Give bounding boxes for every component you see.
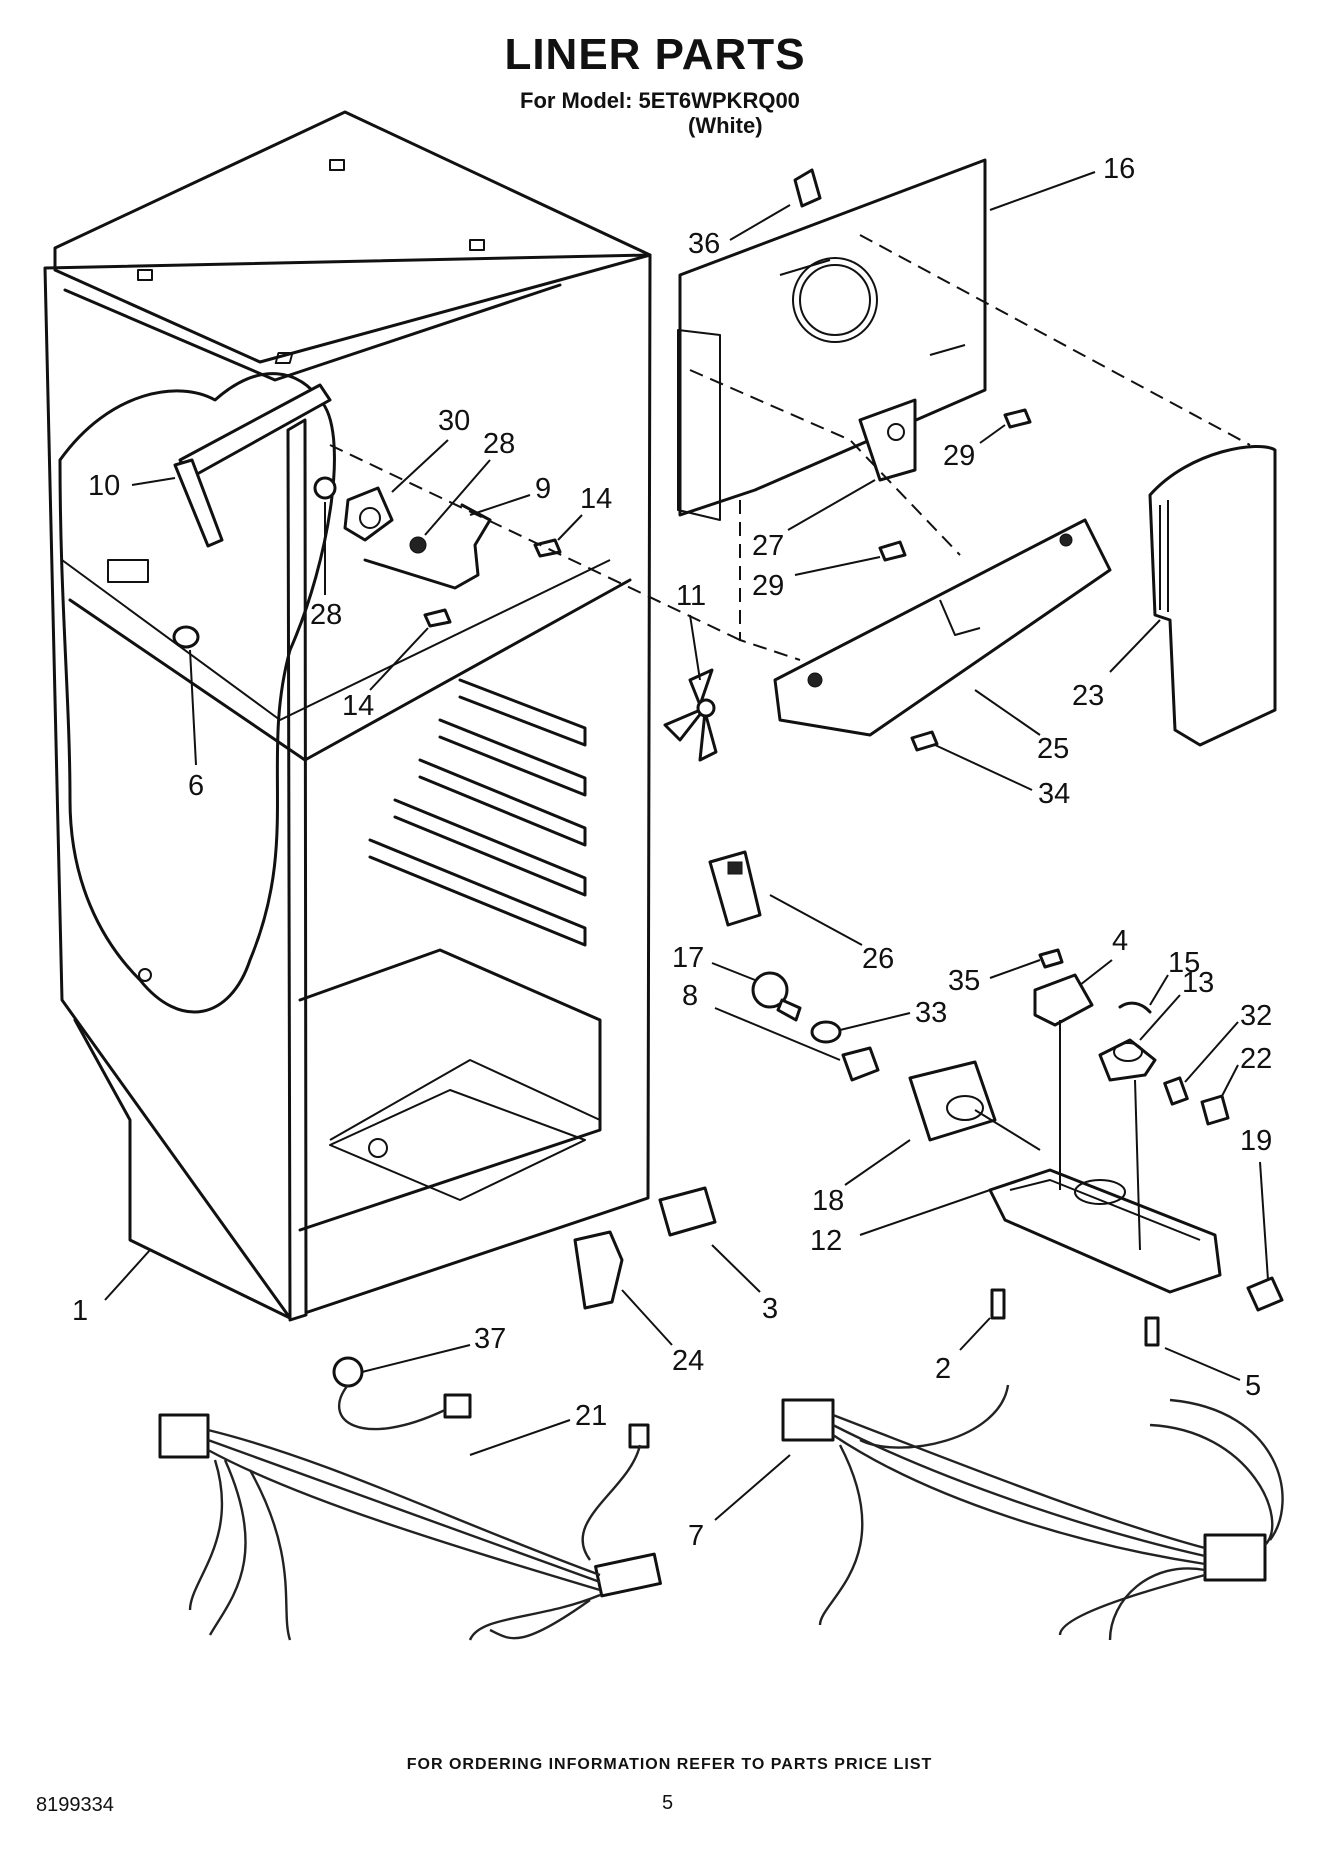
- callout-23: 23: [1072, 680, 1104, 712]
- document-number: 8199334: [36, 1794, 114, 1816]
- callout-35: 35: [948, 965, 980, 997]
- page-title: LINER PARTS: [504, 30, 806, 79]
- clip-part-36: [793, 168, 822, 208]
- liner-cabinet-part-1: [43, 110, 652, 1322]
- callout-34: 34: [1038, 778, 1070, 810]
- callout-12: 12: [810, 1225, 842, 1257]
- color-line: (White): [688, 113, 763, 138]
- callout-5: 5: [1245, 1370, 1261, 1402]
- callout-37: 37: [474, 1323, 506, 1355]
- screw-part-2: [990, 1288, 1006, 1320]
- tube-part-15: [1118, 1001, 1152, 1014]
- callout-9: 9: [535, 473, 551, 505]
- callout-6: 6: [188, 770, 204, 802]
- assembly-line: [974, 1109, 1041, 1151]
- callout-26: 26: [862, 943, 894, 975]
- page-number: 5: [662, 1792, 674, 1814]
- model-line: For Model: 5ET6WPKRQ00: [520, 88, 800, 113]
- callout-4: 4: [1112, 925, 1128, 957]
- light-shield-part-18: [908, 1060, 997, 1142]
- screw-part-34: [910, 730, 939, 752]
- assembly-line: [1134, 1079, 1141, 1251]
- callout-15: 15: [1168, 947, 1200, 979]
- callout-18: 18: [812, 1185, 844, 1217]
- callout-labels: 1 2 3 4 5 6 7 8 9 10 11 12 13 14 14 15 1…: [72, 153, 1272, 1552]
- connector-part-19: [1246, 1276, 1284, 1312]
- callout-29-lower: 29: [752, 570, 784, 602]
- screws-part-29: [878, 408, 1032, 562]
- callout-13: 13: [1182, 967, 1214, 999]
- callout-24: 24: [672, 1345, 704, 1377]
- switch-part-13: [1098, 1038, 1157, 1082]
- assembly-line: [859, 234, 1251, 446]
- callout-25: 25: [1037, 733, 1069, 765]
- knob-part-22: [1200, 1094, 1230, 1126]
- callout-14-upper: 14: [580, 483, 612, 515]
- callout-22: 22: [1240, 1043, 1272, 1075]
- evaporator-cover-part-16: [677, 158, 987, 521]
- assembly-line: [329, 444, 741, 641]
- callout-10: 10: [88, 470, 120, 502]
- fan-blade-part-11: [663, 668, 718, 762]
- callout-3: 3: [762, 1293, 778, 1325]
- callout-17: 17: [672, 942, 704, 974]
- callout-11: 11: [676, 580, 706, 612]
- gasket-part-32: [1163, 1076, 1189, 1106]
- socket-part-8: [841, 1046, 880, 1082]
- wiring-harness-part-7: [781, 1384, 1284, 1641]
- callout-7: 7: [688, 1520, 704, 1552]
- callout-36: 36: [688, 228, 720, 260]
- lamp-socket-part-26: [708, 850, 762, 927]
- screws-part-14: [423, 538, 562, 628]
- callout-29-upper: 29: [943, 440, 975, 472]
- plug-part-6: [172, 625, 200, 649]
- grille-part-23: [1148, 444, 1277, 747]
- control-bracket-part-10: [173, 383, 332, 548]
- callout-1: 1: [72, 1295, 88, 1327]
- air-duct-part-25: [773, 518, 1112, 737]
- assembly-line: [739, 500, 801, 661]
- callout-28-lower: 28: [310, 599, 342, 631]
- thermostat-part-30: [343, 486, 394, 542]
- knob-part-28: [313, 476, 427, 554]
- thermostat-part-4: [1033, 973, 1094, 1027]
- wiring-harness-part-21: [158, 1356, 662, 1641]
- callout-28-upper: 28: [483, 428, 515, 460]
- callout-21: 21: [575, 1400, 607, 1432]
- bracket-part-9: [363, 503, 492, 590]
- callout-16: 16: [1103, 153, 1135, 185]
- screw-part-5: [1144, 1316, 1160, 1347]
- callout-32: 32: [1240, 1000, 1272, 1032]
- ordering-note: FOR ORDERING INFORMATION REFER TO PARTS …: [406, 1756, 933, 1773]
- callout-33: 33: [915, 997, 947, 1029]
- cover-part-24: [573, 1230, 624, 1310]
- callout-30: 30: [438, 405, 470, 437]
- shelf-rails: [368, 678, 587, 947]
- bulb-part-17: [751, 971, 802, 1022]
- callout-19: 19: [1240, 1125, 1272, 1157]
- callout-8: 8: [682, 980, 698, 1012]
- callout-14-lower: 14: [342, 690, 374, 722]
- screw-part-35: [1038, 948, 1064, 969]
- control-housing-part-12: [988, 1168, 1222, 1294]
- callout-2: 2: [935, 1353, 951, 1385]
- callout-27: 27: [752, 530, 784, 562]
- clip-part-33: [810, 1020, 842, 1044]
- relay-part-3: [658, 1186, 717, 1237]
